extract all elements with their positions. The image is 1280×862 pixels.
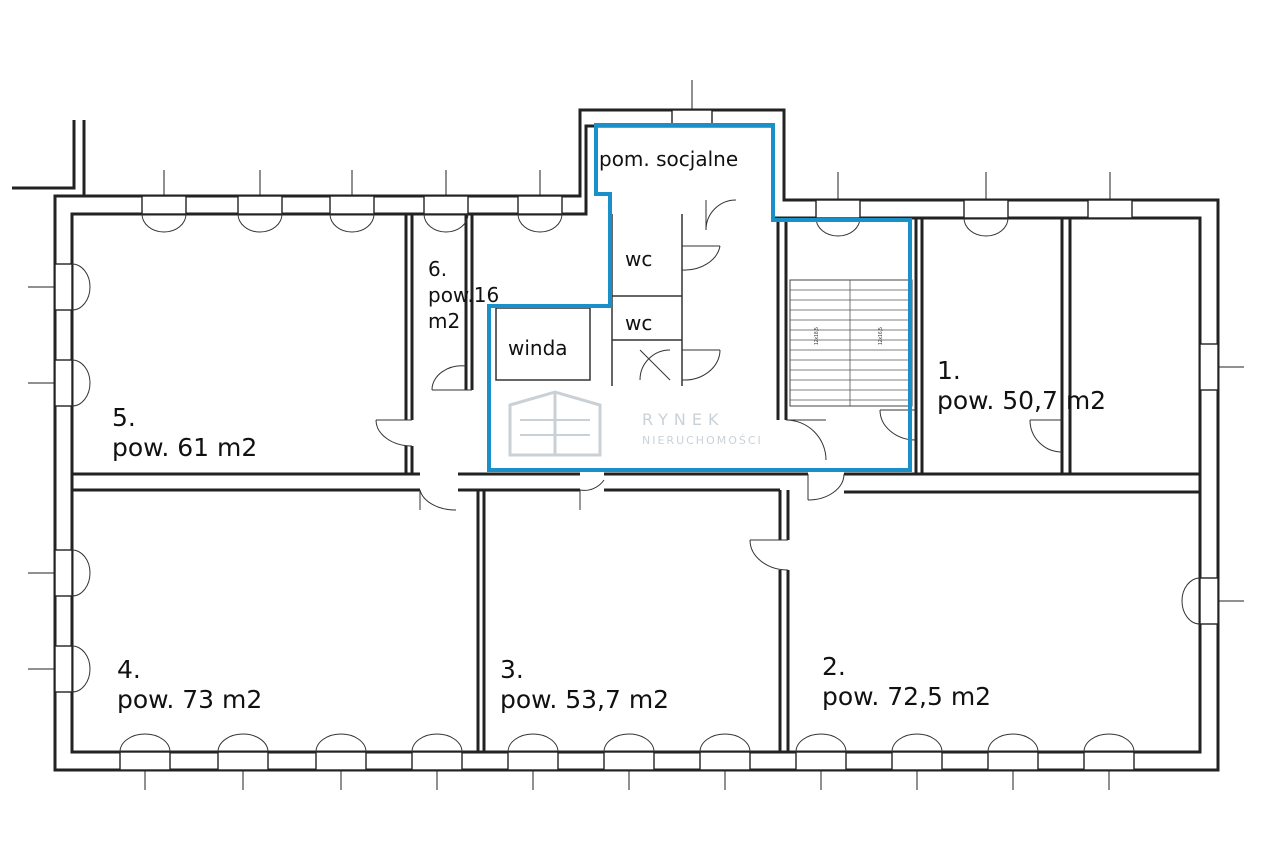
door bbox=[1029, 419, 1063, 453]
room-6-label: 6. pow.16 m2 bbox=[428, 256, 499, 334]
wc-label-2: wc bbox=[625, 311, 653, 335]
door bbox=[807, 473, 845, 501]
window bbox=[795, 733, 847, 790]
door bbox=[579, 479, 605, 510]
svg-text:12x16,5: 12x16,5 bbox=[878, 327, 884, 345]
highlighted-area-outline bbox=[487, 123, 912, 472]
watermark-logo bbox=[508, 390, 602, 457]
window bbox=[507, 733, 559, 790]
social-room-label: pom. socjalne bbox=[599, 147, 739, 171]
room-1-area: pow. 50,7 m2 bbox=[937, 386, 1107, 415]
room-4-area: pow. 73 m2 bbox=[117, 685, 263, 714]
window bbox=[1087, 172, 1133, 219]
room-2-number: 2. bbox=[822, 652, 846, 681]
door bbox=[375, 419, 413, 447]
window bbox=[815, 172, 861, 237]
door bbox=[639, 349, 671, 381]
window bbox=[28, 549, 91, 597]
window bbox=[119, 733, 171, 790]
window bbox=[1083, 733, 1135, 790]
watermark: RYNEK NIERUCHOMOŚCI bbox=[492, 388, 832, 468]
window bbox=[141, 170, 187, 233]
room-6-area-line1: pow.16 bbox=[428, 283, 500, 307]
window bbox=[217, 733, 269, 790]
room-1-label: 1. pow. 50,7 m2 bbox=[937, 356, 1106, 416]
room-5-label: 5. pow. 61 m2 bbox=[112, 403, 257, 463]
door bbox=[431, 365, 472, 391]
room-3-label: 3. pow. 53,7 m2 bbox=[500, 655, 669, 715]
watermark-subtitle: NIERUCHOMOŚCI bbox=[642, 434, 763, 447]
room-6-area-line2: m2 bbox=[428, 309, 461, 333]
room-5-area: pow. 61 m2 bbox=[112, 433, 258, 462]
door bbox=[681, 349, 721, 381]
room-3-number: 3. bbox=[500, 655, 524, 684]
window bbox=[1181, 577, 1244, 625]
watermark-brand: RYNEK bbox=[642, 410, 725, 429]
door bbox=[749, 539, 789, 571]
window bbox=[28, 359, 91, 407]
window bbox=[423, 170, 469, 233]
door bbox=[705, 199, 737, 231]
window bbox=[28, 645, 91, 693]
windows bbox=[28, 80, 1244, 790]
window bbox=[411, 733, 463, 790]
window bbox=[603, 733, 655, 790]
door bbox=[681, 245, 721, 271]
room-4-number: 4. bbox=[117, 655, 141, 684]
elevator-label: winda bbox=[508, 336, 568, 360]
room-2-label: 2. pow. 72,5 m2 bbox=[822, 652, 991, 712]
room-4-label: 4. pow. 73 m2 bbox=[117, 655, 262, 715]
door bbox=[419, 489, 457, 511]
room-2-area: pow. 72,5 m2 bbox=[822, 682, 992, 711]
door bbox=[785, 419, 827, 461]
wc-label-1: wc bbox=[625, 247, 653, 271]
window bbox=[987, 733, 1039, 790]
window bbox=[671, 80, 713, 127]
stairs: 12x18,5 12x16,5 bbox=[789, 279, 913, 407]
window bbox=[891, 733, 943, 790]
window bbox=[28, 263, 91, 311]
doors bbox=[375, 199, 1063, 571]
window bbox=[329, 170, 375, 233]
window bbox=[517, 170, 563, 233]
window bbox=[963, 172, 1009, 237]
window bbox=[699, 733, 751, 790]
room-5-number: 5. bbox=[112, 403, 136, 432]
room-6-number: 6. bbox=[428, 257, 448, 281]
svg-text:12x18,5: 12x18,5 bbox=[814, 327, 820, 345]
window bbox=[1199, 343, 1244, 391]
window bbox=[237, 170, 283, 233]
room-3-area: pow. 53,7 m2 bbox=[500, 685, 670, 714]
window bbox=[315, 733, 367, 790]
room-1-number: 1. bbox=[937, 356, 961, 385]
